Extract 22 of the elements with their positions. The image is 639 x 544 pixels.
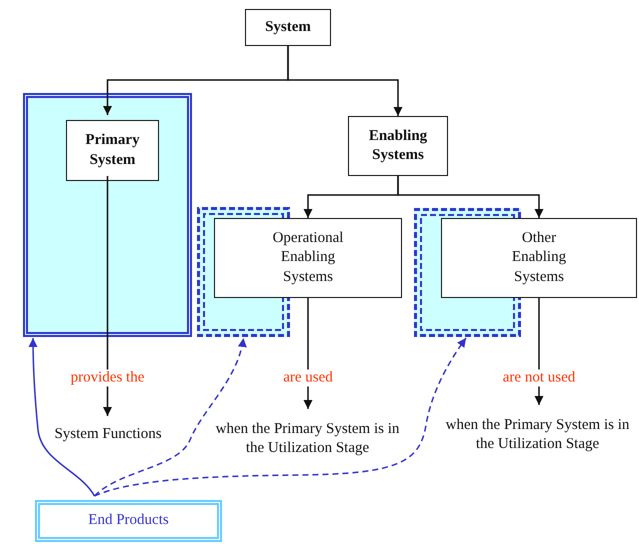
dashed-arrow (94, 338, 246, 497)
edge-label: provides the (68, 370, 146, 386)
edge-label: are not used (500, 370, 578, 386)
arrow (28, 338, 96, 496)
arrow (397, 176, 544, 218)
highlight-band (23, 93, 192, 337)
edge-label: are used (281, 370, 335, 386)
node-label: End Products (88, 511, 169, 530)
system-box (348, 116, 448, 176)
node-label: System (265, 18, 311, 37)
system-box (441, 218, 637, 298)
node-label: Enabling Systems (368, 126, 428, 165)
node-label: Primary System (84, 131, 141, 170)
system-box (66, 120, 159, 181)
node-label: Other Enabling Systems (510, 228, 568, 287)
product-box (35, 500, 222, 542)
system-box (245, 9, 331, 46)
arrow (287, 46, 402, 116)
system-box (214, 218, 402, 298)
dashed-arrow (94, 338, 467, 497)
node-label: Operational Enabling Systems (272, 228, 344, 287)
arrow (103, 176, 112, 416)
